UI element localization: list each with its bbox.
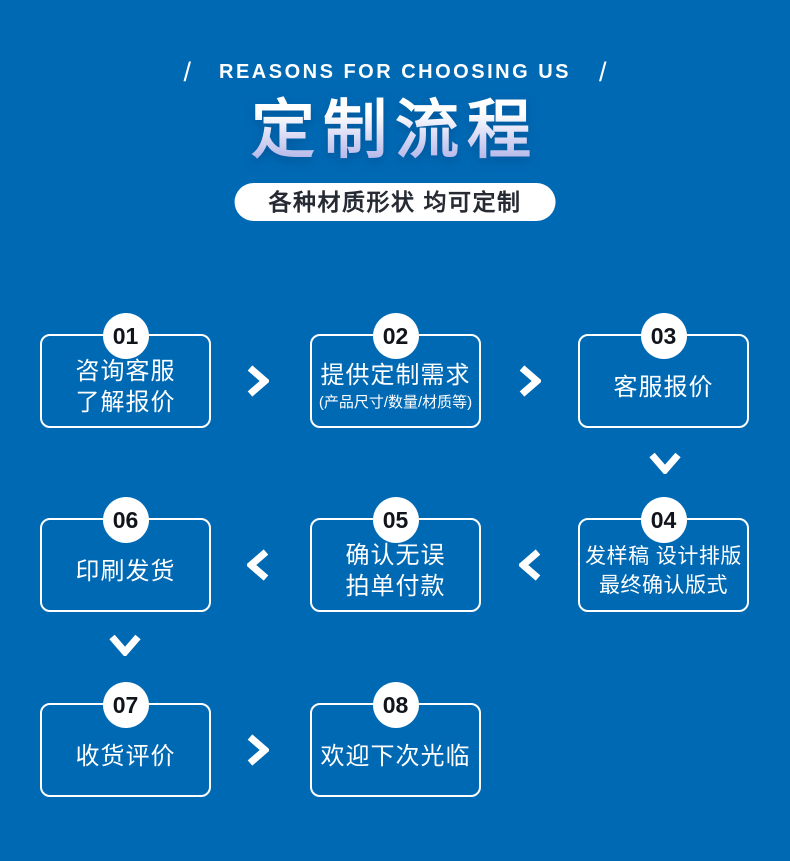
slash-right-decoration: / xyxy=(598,57,607,87)
step-subtext: (产品尺寸/数量/材质等) xyxy=(318,394,473,411)
step-card-06: 06 印刷发货 xyxy=(40,497,211,612)
step-number-badge: 01 xyxy=(102,313,149,359)
step-text: 收货评价 xyxy=(75,742,176,770)
step-number-badge: 03 xyxy=(640,313,687,359)
step-text: 印刷发货 xyxy=(75,557,176,585)
arrow-right-icon xyxy=(247,734,269,766)
step-number-badge: 04 xyxy=(640,497,687,543)
subtitle-badge: 各种材质形状 均可定制 xyxy=(234,183,556,221)
step-text: 客服报价 xyxy=(613,373,714,401)
arrow-down-icon xyxy=(649,452,681,474)
step-text: 拍单付款 xyxy=(345,573,446,600)
slash-left-decoration: / xyxy=(183,57,191,87)
step-text: 欢迎下次光临 xyxy=(320,742,471,770)
step-text: 咨询客服 xyxy=(75,358,176,385)
arrow-down-icon xyxy=(109,634,141,656)
step-text: 了解报价 xyxy=(75,389,176,416)
slogan-text: REASONS FOR CHOOSING US xyxy=(219,60,571,83)
step-number-badge: 06 xyxy=(102,497,149,543)
page-title: 定制流程 xyxy=(0,90,790,170)
step-text: 发样稿 设计排版 xyxy=(585,545,742,568)
step-number-badge: 02 xyxy=(372,313,419,359)
arrow-right-icon xyxy=(519,365,541,397)
step-card-07: 07 收货评价 xyxy=(40,682,211,797)
arrow-left-icon xyxy=(247,549,269,581)
step-number-badge: 05 xyxy=(372,497,419,543)
step-card-08: 08 欢迎下次光临 xyxy=(310,682,481,797)
step-card-01: 01 咨询客服 了解报价 xyxy=(40,313,211,428)
step-number-badge: 07 xyxy=(102,682,149,728)
step-text: 提供定制需求 xyxy=(320,362,471,389)
arrow-right-icon xyxy=(247,365,269,397)
step-card-03: 03 客服报价 xyxy=(578,313,749,428)
step-text: 最终确认版式 xyxy=(599,574,728,597)
step-card-05: 05 确认无误 拍单付款 xyxy=(310,497,481,612)
step-card-04: 04 发样稿 设计排版 最终确认版式 xyxy=(578,497,749,612)
step-number-badge: 08 xyxy=(372,682,419,728)
arrow-left-icon xyxy=(519,549,541,581)
step-card-02: 02 提供定制需求 (产品尺寸/数量/材质等) xyxy=(310,313,481,428)
step-text: 确认无误 xyxy=(345,542,446,569)
slogan-row: / REASONS FOR CHOOSING US / xyxy=(0,58,790,86)
